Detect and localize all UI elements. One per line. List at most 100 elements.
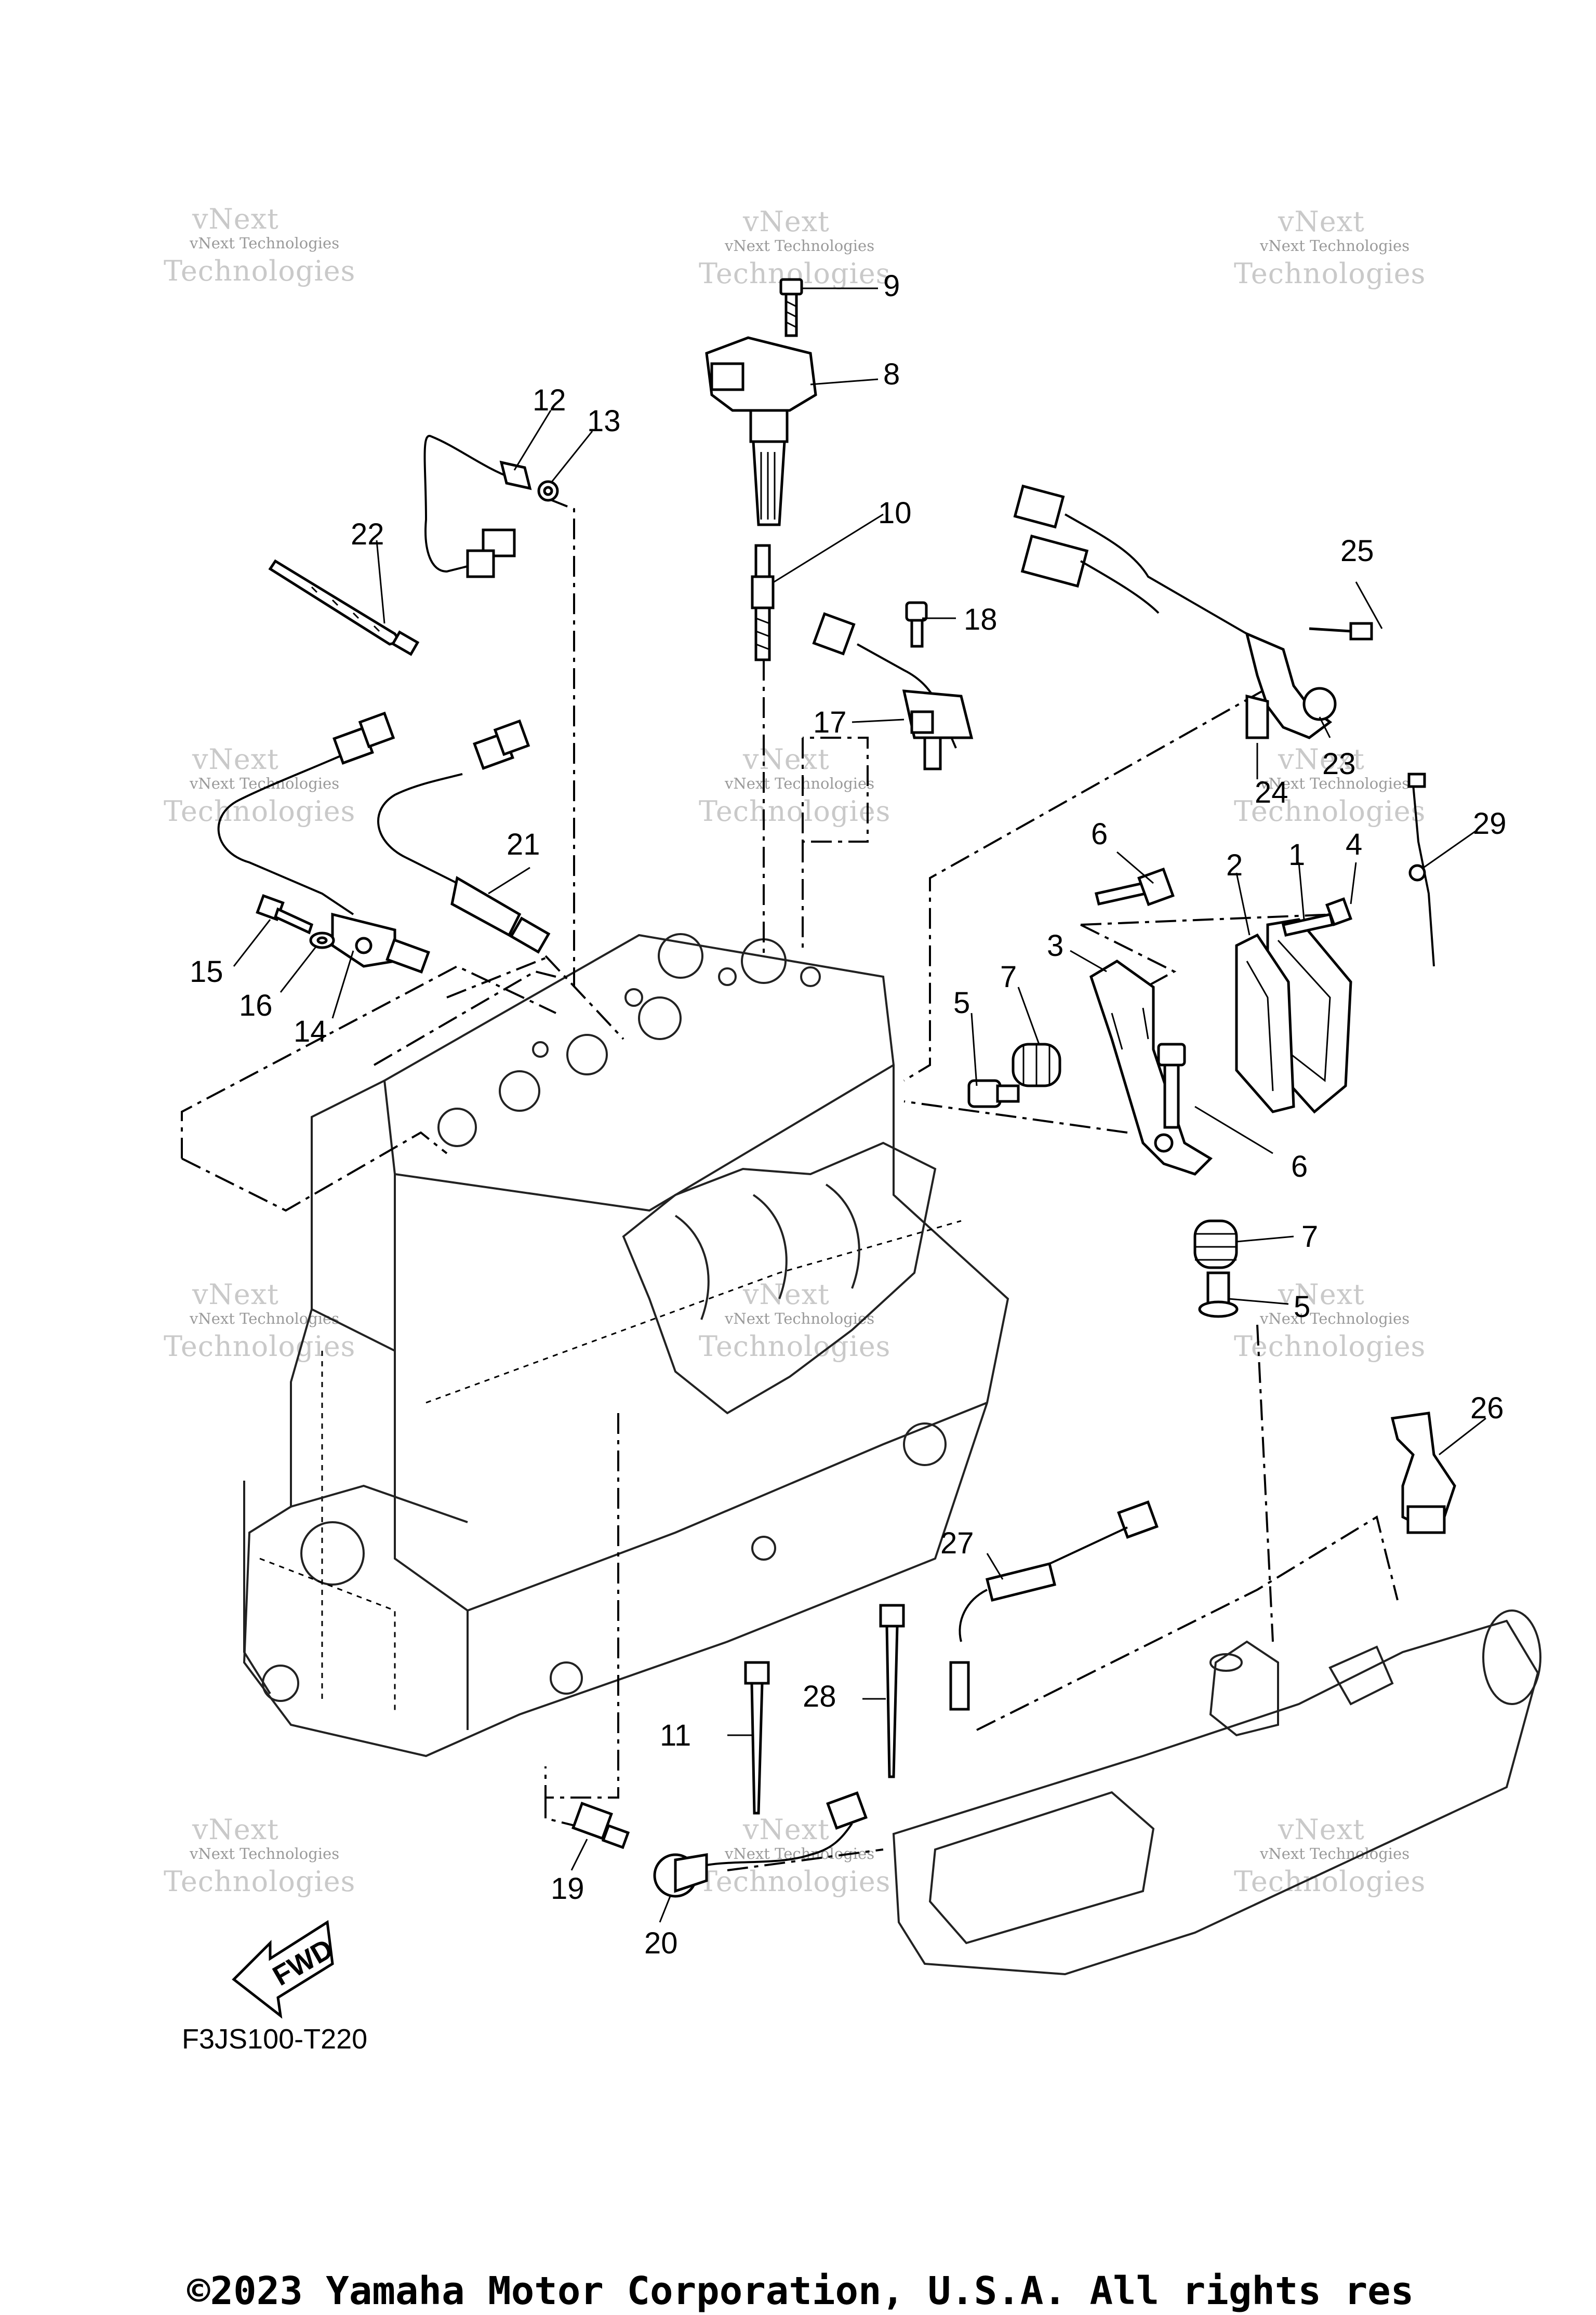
bolt-15 [256,894,314,935]
watermark-line3: Technologies [164,795,355,828]
watermark: vNext vNext Technologies Technologies [699,1813,890,1898]
callout-27: 27 [940,1526,974,1560]
watermark-line1: vNext [192,203,279,235]
watermark-line1: vNext [1278,1813,1365,1846]
callout-leaders [233,287,1486,1923]
bolt-4 [1281,897,1353,937]
watermark-line1: vNext [1278,743,1365,776]
exhaust-pipe [892,1609,1541,1976]
callout-11: 11 [660,1719,691,1752]
watermark: vNext vNext Technologies Technologies [699,1278,890,1363]
collar-5-lower [1198,1271,1239,1318]
watermark-line3: Technologies [164,1330,355,1363]
watermark-line3: Technologies [164,1865,355,1898]
callout-4: 4 [1346,828,1362,861]
watermark-line1: vNext [742,1813,830,1846]
watermark-line3: Technologies [699,795,890,828]
callout-5: 5 [953,986,970,1020]
watermark-line3: Technologies [1234,1330,1426,1363]
ignition-coil-8 [705,336,817,526]
bolt-6-upper [1094,867,1175,907]
callout-7: 7 [1301,1220,1318,1254]
diagram-code: F3JS100-T220 [182,2024,367,2055]
watermark: vNext vNext Technologies Technologies [1234,1278,1426,1363]
watermark-line2: vNext Technologies [724,237,874,255]
watermark: vNext vNext Technologies Technologies [699,205,890,290]
callout-10: 10 [878,496,912,530]
callout-22: 22 [351,517,384,551]
grommet-7-lower [1193,1219,1238,1269]
watermark-line1: vNext [192,1813,279,1846]
callout-labels: 9 8 10 12 13 22 18 17 25 23 24 29 1 2 4 … [190,269,1507,1960]
callout-2: 2 [1226,848,1243,882]
strap-22 [268,559,420,656]
sensor-21 [377,719,551,954]
callout-1: 1 [1288,838,1305,872]
watermark-line2: vNext Technologies [1259,1310,1409,1327]
watermark-line1: vNext [742,205,830,238]
sensor-12 [423,435,559,578]
copyright-text: ©2023 Yamaha Motor Corporation, U.S.A. A… [187,2269,1414,2313]
clamp-26 [1390,1412,1456,1534]
watermark-line2: vNext Technologies [1259,775,1409,792]
watermark-line1: vNext [192,1278,279,1311]
watermark-line1: vNext [192,743,279,776]
watermark-line1: vNext [742,1278,830,1311]
callout-7: 7 [1000,960,1017,994]
callout-12: 12 [533,383,566,417]
callout-20: 20 [644,1926,678,1960]
callout-6: 6 [1291,1150,1308,1183]
callout-15: 15 [190,955,223,989]
sensor-harness-25 [1013,484,1373,739]
watermark-line2: vNext Technologies [1259,1845,1409,1862]
callout-9: 9 [883,269,900,303]
watermark: vNext vNext Technologies Technologies [1234,205,1426,290]
clip-29 [1407,773,1435,967]
sensor-14 [217,711,430,974]
callout-3: 3 [1047,929,1063,963]
callout-23: 23 [1322,747,1356,781]
sensor-27 [949,1500,1159,1711]
bolt-6-lower [1157,1043,1186,1129]
watermark: vNext vNext Technologies Technologies [164,203,355,287]
callout-28: 28 [803,1680,836,1713]
watermark-line2: vNext Technologies [189,234,339,252]
bracket-3 [1089,960,1213,1176]
callout-16: 16 [239,989,273,1022]
sensor-17 [812,601,974,770]
watermark-line3: Technologies [164,255,355,287]
callout-8: 8 [883,357,900,391]
strap-11 [744,1661,770,1815]
callout-29: 29 [1473,807,1507,841]
watermark-line2: vNext Technologies [724,1310,874,1327]
watermark-line3: Technologies [1234,257,1426,290]
callout-26: 26 [1470,1391,1504,1425]
watermark-line3: Technologies [1234,795,1426,828]
assembly-lines [181,498,1399,1871]
callout-17: 17 [813,706,847,739]
bolt-9 [779,278,803,337]
watermark-line1: vNext [1278,1278,1365,1311]
grommet-7-upper [1012,1043,1061,1087]
watermark-line2: vNext Technologies [1259,237,1409,255]
callout-14: 14 [294,1015,327,1048]
watermark: vNext vNext Technologies Technologies [164,1813,355,1898]
watermark: vNext vNext Technologies Technologies [1234,743,1426,828]
watermark-line2: vNext Technologies [189,1845,339,1862]
watermark-line3: Technologies [699,1330,890,1363]
watermark: vNext vNext Technologies Technologies [699,743,890,828]
watermark: vNext vNext Technologies Technologies [164,1278,355,1363]
washer-16 [309,932,335,949]
watermark-line1: vNext [1278,205,1365,238]
callout-25: 25 [1340,534,1374,568]
watermark-line2: vNext Technologies [189,775,339,792]
watermarks: vNext vNext Technologies Technologies vN… [164,203,1426,1898]
watermark: vNext vNext Technologies Technologies [164,743,355,828]
watermark: vNext vNext Technologies Technologies [1234,1813,1425,1898]
sensor-19 [571,1802,630,1850]
engine-block [243,933,1009,1758]
watermark-line2: vNext Technologies [724,775,874,792]
sensor-20 [653,1791,868,1898]
callout-21: 21 [507,828,540,861]
